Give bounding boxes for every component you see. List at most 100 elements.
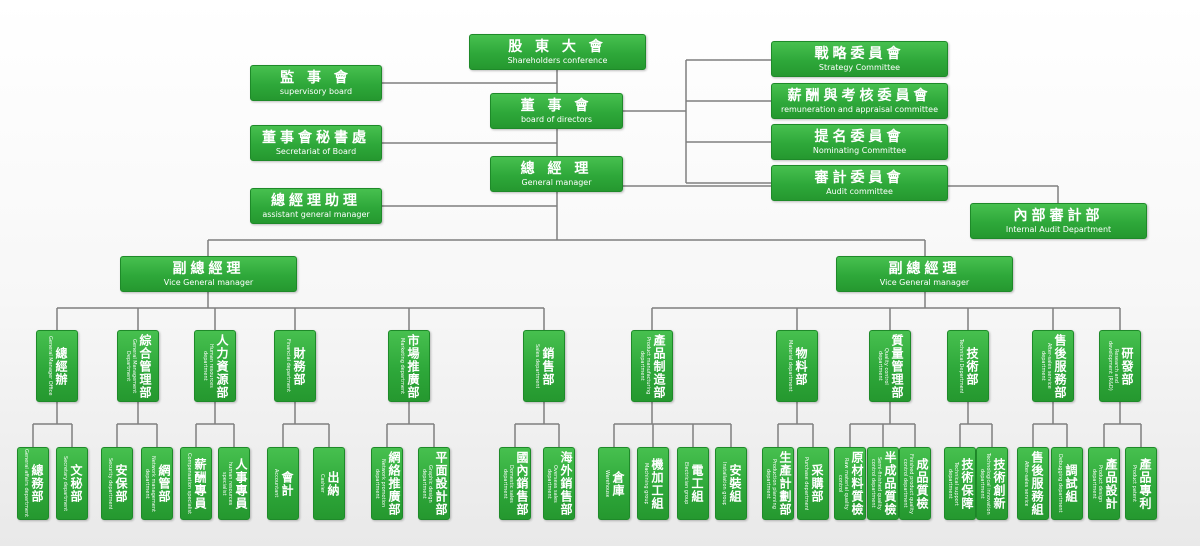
department-12-sub-1-en: Product design department xyxy=(1091,464,1103,503)
general-manager-box[interactable]: 總 經 理 General manager xyxy=(490,156,623,192)
assistant-gm-box[interactable]: 總經理助理 assistant general manager xyxy=(250,188,382,224)
department-4-sub-1-en: Accountant xyxy=(273,469,279,498)
board-secretariat-label: 董事會秘書處 xyxy=(262,130,370,146)
department-9-sub-1-label: 原材料質檢 xyxy=(850,451,864,516)
department-10-sub-2-label: 技術創新 xyxy=(992,457,1006,510)
general-manager-label: 總 經 理 xyxy=(520,161,593,177)
department-3-label: 人力資源部 xyxy=(215,333,229,399)
department-8-label: 物料部 xyxy=(794,346,808,386)
department-8-sub-1-label: 生產計劃部 xyxy=(778,451,792,516)
nominating-committee-box[interactable]: 提名委員會 Nominating Committee xyxy=(771,124,948,160)
audit-committee-box[interactable]: 審計委員會 Audit committee xyxy=(771,165,948,201)
board-secretariat-box[interactable]: 董事會秘書處 Secretariat of Board xyxy=(250,125,382,161)
department-1-en: General Manager Office xyxy=(47,336,53,396)
nominating-committee-en: Nominating Committee xyxy=(812,146,907,155)
department-5-sub-1-label: 網絡推廣部 xyxy=(387,451,401,516)
department-6-sub-2-label: 海外銷售部 xyxy=(559,451,573,516)
board-of-directors-label: 董 事 會 xyxy=(520,98,593,114)
board-secretariat-en: Secretariat of Board xyxy=(275,147,357,156)
supervisory-board-box[interactable]: 監 事 會 supervisory board xyxy=(250,65,382,101)
strategy-committee-en: Strategy Committee xyxy=(818,63,901,72)
department-7-sub-2-label: 機加工組 xyxy=(650,457,664,510)
department-1-label: 總經辦 xyxy=(54,346,68,386)
department-6-sub-1-en: Domestic sales department xyxy=(502,464,514,503)
department-12-sub-2-label: 產品專利 xyxy=(1138,457,1152,510)
department-11-sub-1-en: After-sales service xyxy=(1023,460,1029,507)
internal-audit-box[interactable]: 內部審計部 Internal Audit Department xyxy=(970,203,1147,239)
vice-gm-left-label: 副總經理 xyxy=(172,261,245,277)
department-8-sub-2-label: 采購部 xyxy=(810,464,824,503)
remuneration-committee-label: 薪酬與考核委員會 xyxy=(787,88,932,104)
board-of-directors-box[interactable]: 董 事 會 board of directors xyxy=(490,93,623,129)
strategy-committee-box[interactable]: 戰略委員會 Strategy Committee xyxy=(771,41,948,77)
remuneration-committee-box[interactable]: 薪酬與考核委員會 remuneration and appraisal comm… xyxy=(771,83,948,119)
vice-gm-right-box[interactable]: 副總經理 Vice General manager xyxy=(836,256,1013,292)
department-2-sub-1-en: Security department xyxy=(107,457,113,510)
department-1-sub-1-en: General affairs department xyxy=(23,449,29,518)
department-4-en: Financial department xyxy=(285,339,291,393)
department-7-sub-4-label: 安裝組 xyxy=(728,464,742,503)
department-7-sub-2-en: Machining group xyxy=(643,462,649,505)
department-6-label: 銷售部 xyxy=(541,346,555,386)
department-1-sub-1-label: 總務部 xyxy=(30,464,44,503)
department-9-label: 質量管理部 xyxy=(890,333,904,399)
department-7-sub-1-en: Warehouse xyxy=(604,469,610,498)
supervisory-board-label: 監 事 會 xyxy=(280,70,352,86)
audit-committee-label: 審計委員會 xyxy=(814,170,905,186)
vice-gm-right-en: Vice General manager xyxy=(879,278,970,287)
strategy-committee-label: 戰略委員會 xyxy=(814,46,905,62)
shareholders-conference-label: 股 東 大 會 xyxy=(508,39,607,55)
department-6-sub-1-label: 國內銷售部 xyxy=(515,451,529,516)
department-11-en: After-sales service department xyxy=(1040,343,1052,389)
vice-gm-left-box[interactable]: 副總經理 Vice General manager xyxy=(120,256,297,292)
department-2-sub-1-label: 安保部 xyxy=(114,464,128,503)
assistant-gm-label: 總經理助理 xyxy=(271,193,361,209)
remuneration-committee-en: remuneration and appraisal committee xyxy=(780,105,939,114)
department-11-label: 售後服務部 xyxy=(1053,333,1067,399)
department-3-sub-1-en: Compensation specialist xyxy=(186,452,192,515)
shareholders-conference-box[interactable]: 股 東 大 會 Shareholders conference xyxy=(469,34,646,70)
department-9-sub-1-en: Raw material quality control xyxy=(837,457,849,510)
department-10-sub-1-label: 技術保障 xyxy=(960,457,974,510)
department-5-sub-2-en: Graphic design department xyxy=(421,464,433,503)
